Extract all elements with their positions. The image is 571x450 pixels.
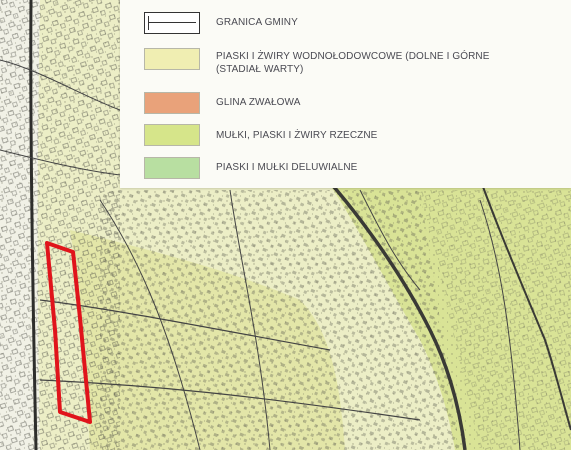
legend-item-till: GLINA ZWAŁOWA bbox=[120, 90, 571, 120]
legend-swatch-till bbox=[144, 92, 200, 114]
legend-swatch-glaciofluvial bbox=[144, 48, 200, 70]
legend-label-fluvial: MUŁKI, PIASKI I ŻWIRY RZECZNE bbox=[216, 130, 378, 141]
road-secondary-1 bbox=[39, 299, 331, 351]
gmina-boundary bbox=[45, 241, 92, 424]
legend-item-boundary: GRANICA GMINY bbox=[120, 12, 571, 42]
railway-diagonal bbox=[298, 148, 467, 450]
road-top-left bbox=[0, 59, 121, 111]
main-road-north-south bbox=[29, 0, 38, 450]
legend-item-fluvial: MUŁKI, PIASKI I ŻWIRY RZECZNE bbox=[120, 122, 571, 152]
legend-label-till: GLINA ZWAŁOWA bbox=[216, 97, 301, 108]
road-secondary-3 bbox=[99, 199, 201, 450]
block-texture-center bbox=[100, 190, 460, 450]
legend-item-deluvial: PIASKI I MUŁKI DELUWIALNE bbox=[120, 155, 571, 185]
legend-swatch-fluvial bbox=[144, 124, 200, 146]
legend-swatch-boundary bbox=[144, 12, 200, 34]
block-texture-east bbox=[420, 190, 571, 450]
legend-label-deluvial: PIASKI I MUŁKI DELUWIALNE bbox=[216, 162, 358, 173]
legend-swatch-deluvial bbox=[144, 157, 200, 179]
legend-item-glaciofluvial: PIASKI I ŻWIRY WODNOŁODOWCOWE (DOLNE I G… bbox=[120, 46, 571, 76]
road-top-left-2 bbox=[0, 149, 121, 176]
legend-label-glaciofluvial: PIASKI I ŻWIRY WODNOŁODOWCOWE (DOLNE I G… bbox=[216, 51, 490, 75]
road-secondary-2 bbox=[39, 379, 421, 421]
road-secondary-6 bbox=[479, 199, 521, 450]
river-east bbox=[469, 149, 571, 431]
map-legend: GRANICA GMINY PIASKI I ŻWIRY WODNOŁODOWC… bbox=[120, 0, 571, 188]
road-secondary-4 bbox=[229, 189, 271, 450]
road-secondary-5 bbox=[359, 189, 421, 291]
legend-label-boundary: GRANICA GMINY bbox=[216, 17, 298, 28]
